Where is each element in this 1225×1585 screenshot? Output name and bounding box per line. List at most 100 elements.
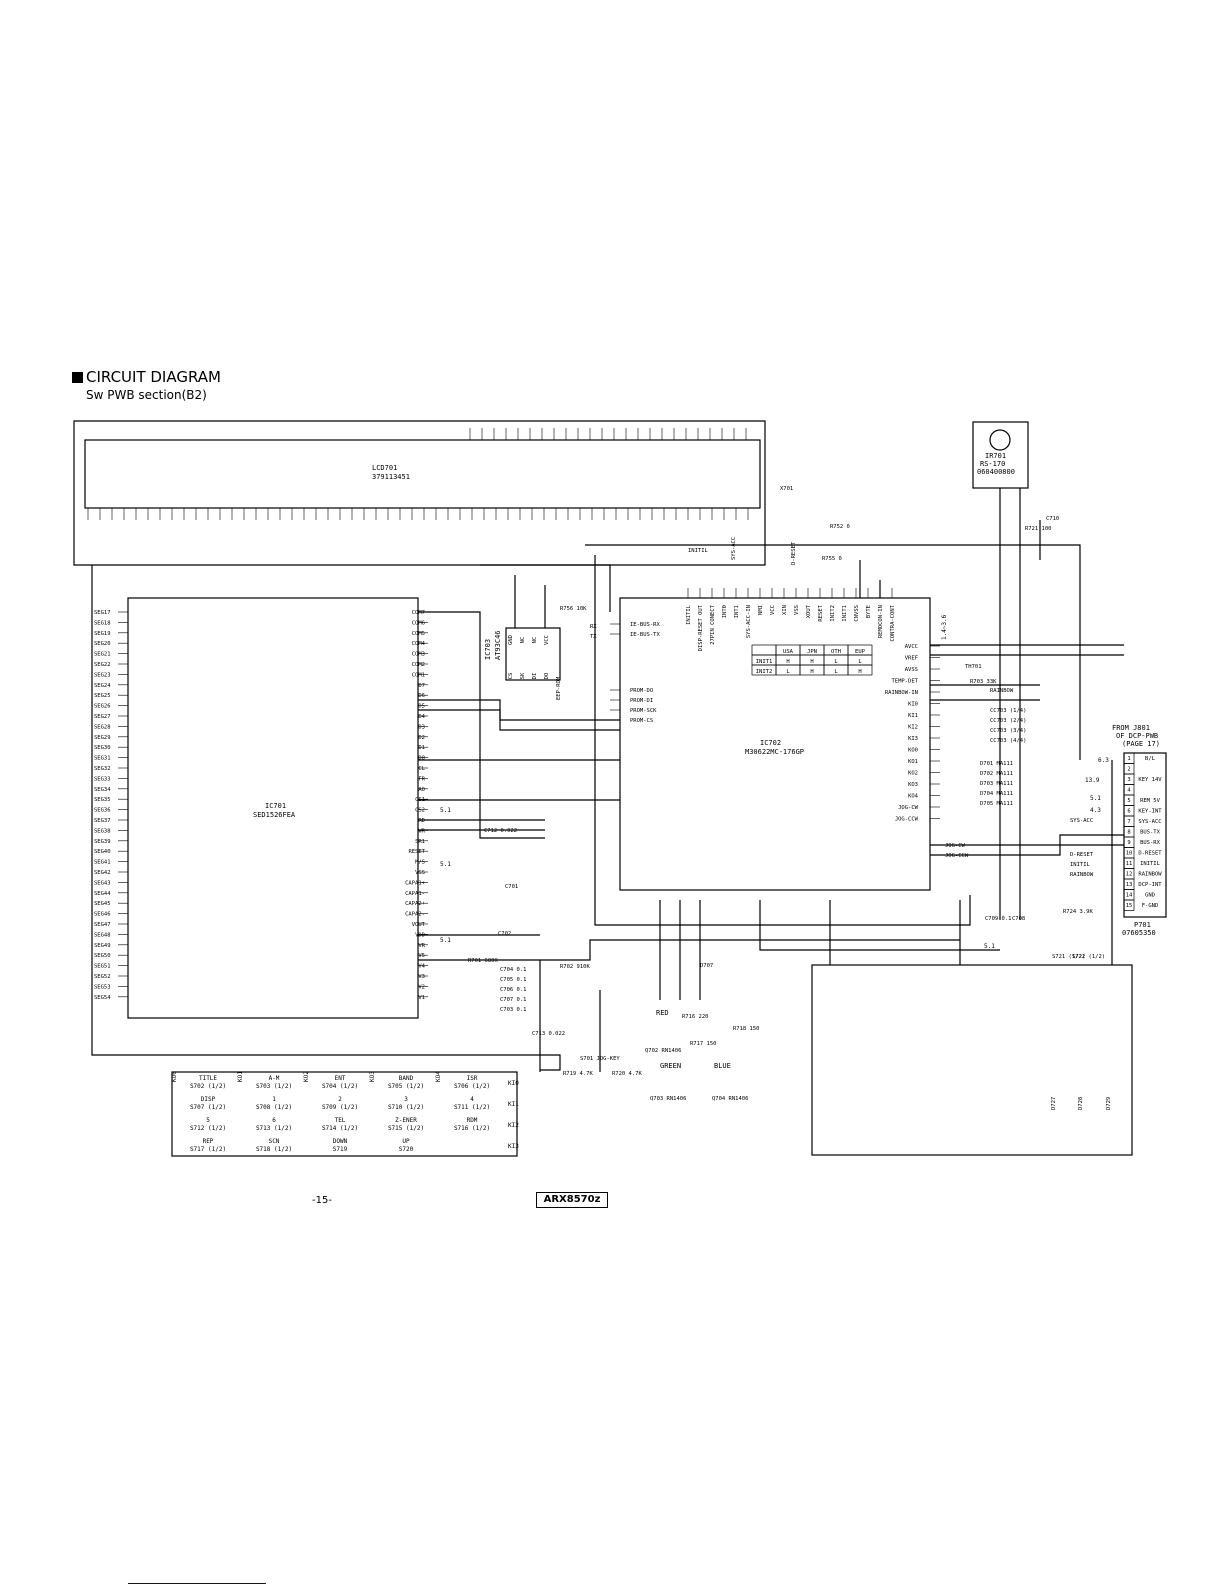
ic702-body	[619, 597, 931, 891]
ic701-pin-label: SEG27	[94, 714, 111, 720]
ic701-pin-label: SEG25	[94, 693, 111, 699]
ic701-pin-label: SEG28	[94, 724, 111, 730]
key-switch-ref: S705 (1/2)	[388, 1083, 424, 1090]
connector-ref: P701	[1134, 921, 1151, 929]
ic701-pin-label: SEG51	[94, 964, 111, 970]
ic701-pin-label: D0	[418, 756, 425, 762]
connector-pin-number: 6	[1127, 809, 1130, 815]
connector-pin-number: 14	[1126, 893, 1133, 899]
ic701-pin-label: SEG45	[94, 901, 111, 907]
ic702-pin-label: KO4	[908, 794, 919, 800]
voltage-label: 5.1	[440, 861, 451, 868]
ic701-pin-label: VOUT	[412, 922, 426, 928]
region-table-cell	[847, 664, 873, 676]
ic701-pin-label: V2	[418, 984, 425, 990]
component-label: C706 0.1	[500, 987, 527, 993]
ic701-pin-label: VR	[418, 943, 425, 949]
connector-pin-number: 12	[1126, 872, 1133, 878]
ic701-pin-label: SEG18	[94, 620, 111, 626]
key-switch-ref: S703 (1/2)	[256, 1083, 292, 1090]
page-number: -15-	[312, 1195, 332, 1206]
ic701-pin-label: SEG17	[94, 610, 111, 616]
voltage-label: 5.1	[440, 937, 451, 944]
ic701-pin-label: CL	[418, 766, 425, 772]
voltage-label: 5.1	[440, 807, 451, 814]
ic703-pin-label: CS	[508, 673, 514, 680]
component-label: C703 0.1	[500, 1007, 527, 1013]
key-switch-label: 2	[338, 1096, 342, 1103]
ic701-pin-label: D1	[418, 745, 425, 751]
ic702-pin-label: INIT1	[842, 605, 848, 622]
connector-of: OF DCP-PWB	[1116, 732, 1158, 740]
connector-part: 07605350	[1122, 929, 1156, 937]
component-label: C705 0.1	[500, 977, 527, 983]
key-switch-label: DISP	[201, 1096, 216, 1103]
connector-pin-label: BUS-RX	[1140, 840, 1161, 846]
component-label: Q703 RN1406	[650, 1096, 686, 1102]
net-label: TX	[590, 634, 597, 640]
ic702-pin-label: RAINBOW-IN	[885, 690, 918, 696]
component-label: D728	[1078, 1097, 1084, 1110]
voltage-label: 6.3	[1098, 757, 1109, 764]
key-switch-label: REP	[203, 1138, 214, 1145]
connector-pin-number-cell	[1123, 899, 1135, 911]
key-switch-ref: S716 (1/2)	[454, 1125, 490, 1132]
ic701-pin-label: SEG32	[94, 766, 111, 772]
ic701-pin-label: SEG41	[94, 860, 111, 866]
ic701-pin-label: VDD	[415, 932, 425, 938]
ic703-pin-label: GND	[508, 635, 514, 645]
ic701-pin-label: SEG42	[94, 870, 111, 876]
ic701-pin-label: SEG36	[94, 808, 111, 814]
key-row-label: KI0	[508, 1080, 519, 1087]
component-label: R702 910K	[560, 964, 590, 970]
ic703-pin-label: SK	[520, 672, 526, 679]
key-switch-label: RDM	[467, 1117, 478, 1124]
ic701-pin-label: SEG33	[94, 776, 111, 782]
component-label: Q702 RN1406	[645, 1048, 681, 1054]
key-col-label: KO2	[303, 1071, 310, 1082]
key-switch-ref: S713 (1/2)	[256, 1125, 292, 1132]
component-label: D707	[700, 963, 713, 969]
connector-pin-number: 2	[1127, 767, 1130, 773]
lcd701-body	[84, 439, 761, 509]
component-label: C702	[498, 931, 511, 937]
net-label: RAINBOW	[1070, 872, 1094, 878]
ic702-pin-label: REMOCON-IN	[878, 605, 884, 638]
ic701-pin-label: SEG29	[94, 735, 111, 741]
ic701-pin-label: SEG43	[94, 880, 111, 886]
ic702-pin-label: CNVSS	[854, 605, 860, 622]
key-switch-label: 1	[272, 1096, 276, 1103]
ir701-lens	[989, 429, 1011, 451]
ic702-pin-label: XIN	[782, 605, 788, 615]
connector-pin-label: D-RESET	[1138, 851, 1162, 857]
ic702-pin-label: KI3	[908, 736, 918, 742]
ic701-pin-label: SEG48	[94, 932, 111, 938]
region-table-value: L	[834, 659, 838, 665]
component-label: R701 680K	[468, 958, 498, 964]
region-table-value: H	[786, 659, 789, 665]
ic701-pin-label: SEG23	[94, 672, 111, 678]
key-switch-ref: S712 (1/2)	[190, 1125, 226, 1132]
ic702-part: M30622MC-176GP	[745, 748, 804, 756]
component-label: CC703 (3/4)	[990, 728, 1026, 734]
ic701-pin-label: SEG53	[94, 984, 111, 990]
component-label: Q704 RN1406	[712, 1096, 748, 1102]
ic701-pin-label: COM7	[412, 610, 425, 616]
led-label-green: GREEN	[660, 1062, 681, 1070]
ic701-pin-label: D3	[418, 724, 425, 730]
key-switch-label: BAND	[399, 1075, 414, 1082]
region-table-header: USA	[783, 649, 794, 655]
lcd701-part: 379113451	[372, 473, 410, 481]
ic701-pin-label: SEG20	[94, 641, 111, 647]
ic702-pin-label: VSS	[794, 605, 800, 615]
ic701-pin-label: D6	[418, 693, 425, 699]
ic702-pin-label: IE-BUS-RX	[630, 622, 660, 628]
ic702-pin-label: JOG-CW	[898, 805, 919, 811]
region-table-value: INIT2	[756, 669, 773, 675]
component-label: C704 0.1	[500, 967, 527, 973]
ic701-pin-label: A0	[418, 787, 425, 793]
key-col-label: KO1	[237, 1071, 244, 1082]
key-row-label: KI1	[508, 1101, 519, 1108]
component-label: R719 4.7K	[563, 1071, 593, 1077]
